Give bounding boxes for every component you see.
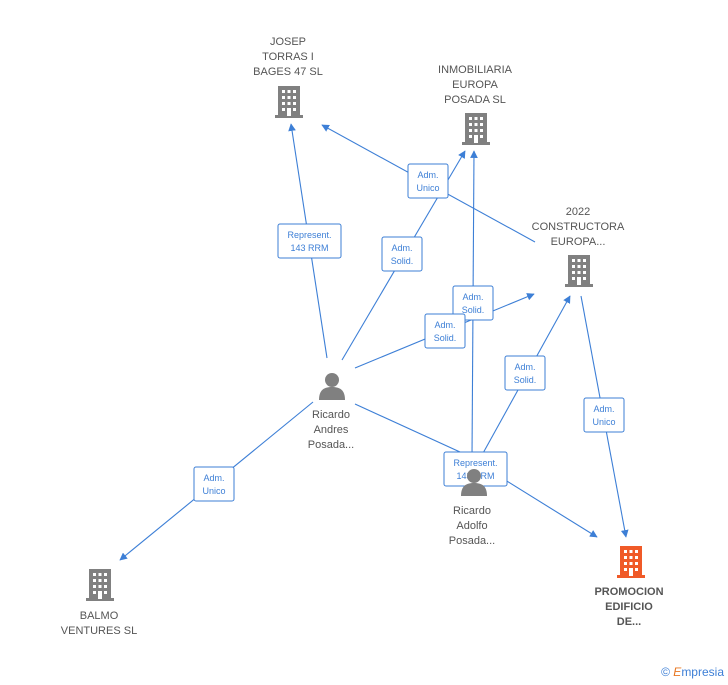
edge-label-line: Represent. — [287, 230, 331, 240]
edge-label: Adm. Solid. — [452, 285, 494, 321]
building-icon — [86, 569, 114, 601]
node-label-line: Posada... — [308, 439, 354, 451]
node-label-line: CONSTRUCTORA — [532, 221, 625, 233]
edge-label-line: Unico — [416, 183, 439, 193]
node-label-line: Posada... — [449, 535, 495, 547]
building-icon — [565, 255, 593, 287]
node-ricardo-adolfo[interactable]: Ricardo Adolfo Posada... — [449, 469, 495, 547]
node-label-line: JOSEP — [270, 36, 306, 48]
node-label-line: Ricardo — [453, 505, 491, 517]
node-label-line: EUROPA... — [551, 236, 606, 248]
node-label-line: EDIFICIO — [605, 601, 653, 613]
node-label-line: INMOBILIARIA — [438, 64, 513, 76]
edge-label-line: Adm. — [593, 404, 614, 414]
copyright-symbol: © — [661, 665, 670, 679]
node-label-line: VENTURES SL — [61, 625, 137, 637]
edge-label-line: Adm. — [203, 473, 224, 483]
node-label-line: Andres — [314, 424, 349, 436]
edge-label: Adm. Unico — [407, 163, 449, 199]
edge-label-line: Adm. — [462, 292, 483, 302]
node-label-line: Adolfo — [456, 520, 487, 532]
node-label-line: 2022 — [566, 206, 590, 218]
brand-watermark: © Empresia — [661, 665, 724, 679]
node-label-line: BALMO — [80, 610, 119, 622]
node-label-line: BAGES 47 SL — [253, 66, 323, 78]
edge-label: Adm. Solid. — [504, 355, 546, 391]
edge-label-line: Adm. — [514, 362, 535, 372]
node-label-line: EUROPA — [452, 79, 498, 91]
edge-label-line: Unico — [202, 486, 225, 496]
node-constructora[interactable]: 2022 CONSTRUCTORA EUROPA... — [532, 206, 625, 287]
node-label-line: Ricardo — [312, 409, 350, 421]
edge-label-line: Solid. — [391, 256, 414, 266]
node-label-line: TORRAS I — [262, 51, 314, 63]
edge-label: Represent. 143 RRM — [277, 223, 342, 259]
node-josep[interactable]: JOSEP TORRAS I BAGES 47 SL — [253, 36, 323, 118]
edge-label: Adm. Solid. — [424, 313, 466, 349]
edge-label-line: Adm. — [391, 243, 412, 253]
edge-label-line: Adm. — [417, 170, 438, 180]
building-icon — [275, 86, 303, 118]
edge-label-line: Solid. — [462, 305, 485, 315]
node-label-line: POSADA SL — [444, 94, 506, 106]
brand-name: mpresia — [681, 665, 724, 679]
edge-label-line: 143 RRM — [290, 243, 328, 253]
edge-label-line: Represent. — [453, 458, 497, 468]
node-inmobiliaria[interactable]: INMOBILIARIA EUROPA POSADA SL — [438, 64, 513, 145]
edge-label-line: Adm. — [434, 320, 455, 330]
brand-initial: E — [673, 665, 682, 679]
edge-label-line: Solid. — [434, 333, 457, 343]
edge-labels: Represent. 143 RRM Adm. Unico Adm. Solid… — [193, 163, 625, 502]
node-label-line: DE... — [617, 616, 641, 628]
edge-label-line: Solid. — [514, 375, 537, 385]
node-promocion[interactable]: PROMOCION EDIFICIO DE... — [594, 546, 664, 628]
edge-label: Adm. Unico — [583, 397, 625, 433]
node-balmo[interactable]: BALMO VENTURES SL — [61, 569, 137, 637]
edge-label: Adm. Unico — [193, 466, 235, 502]
edge-label: Adm. Solid. — [381, 236, 423, 272]
node-label-line: PROMOCION — [594, 586, 663, 598]
edge-label-line: Unico — [592, 417, 615, 427]
node-ricardo-andres[interactable]: Ricardo Andres Posada... — [308, 373, 354, 451]
building-icon — [462, 113, 490, 145]
building-icon — [617, 546, 645, 578]
person-icon — [319, 373, 345, 400]
